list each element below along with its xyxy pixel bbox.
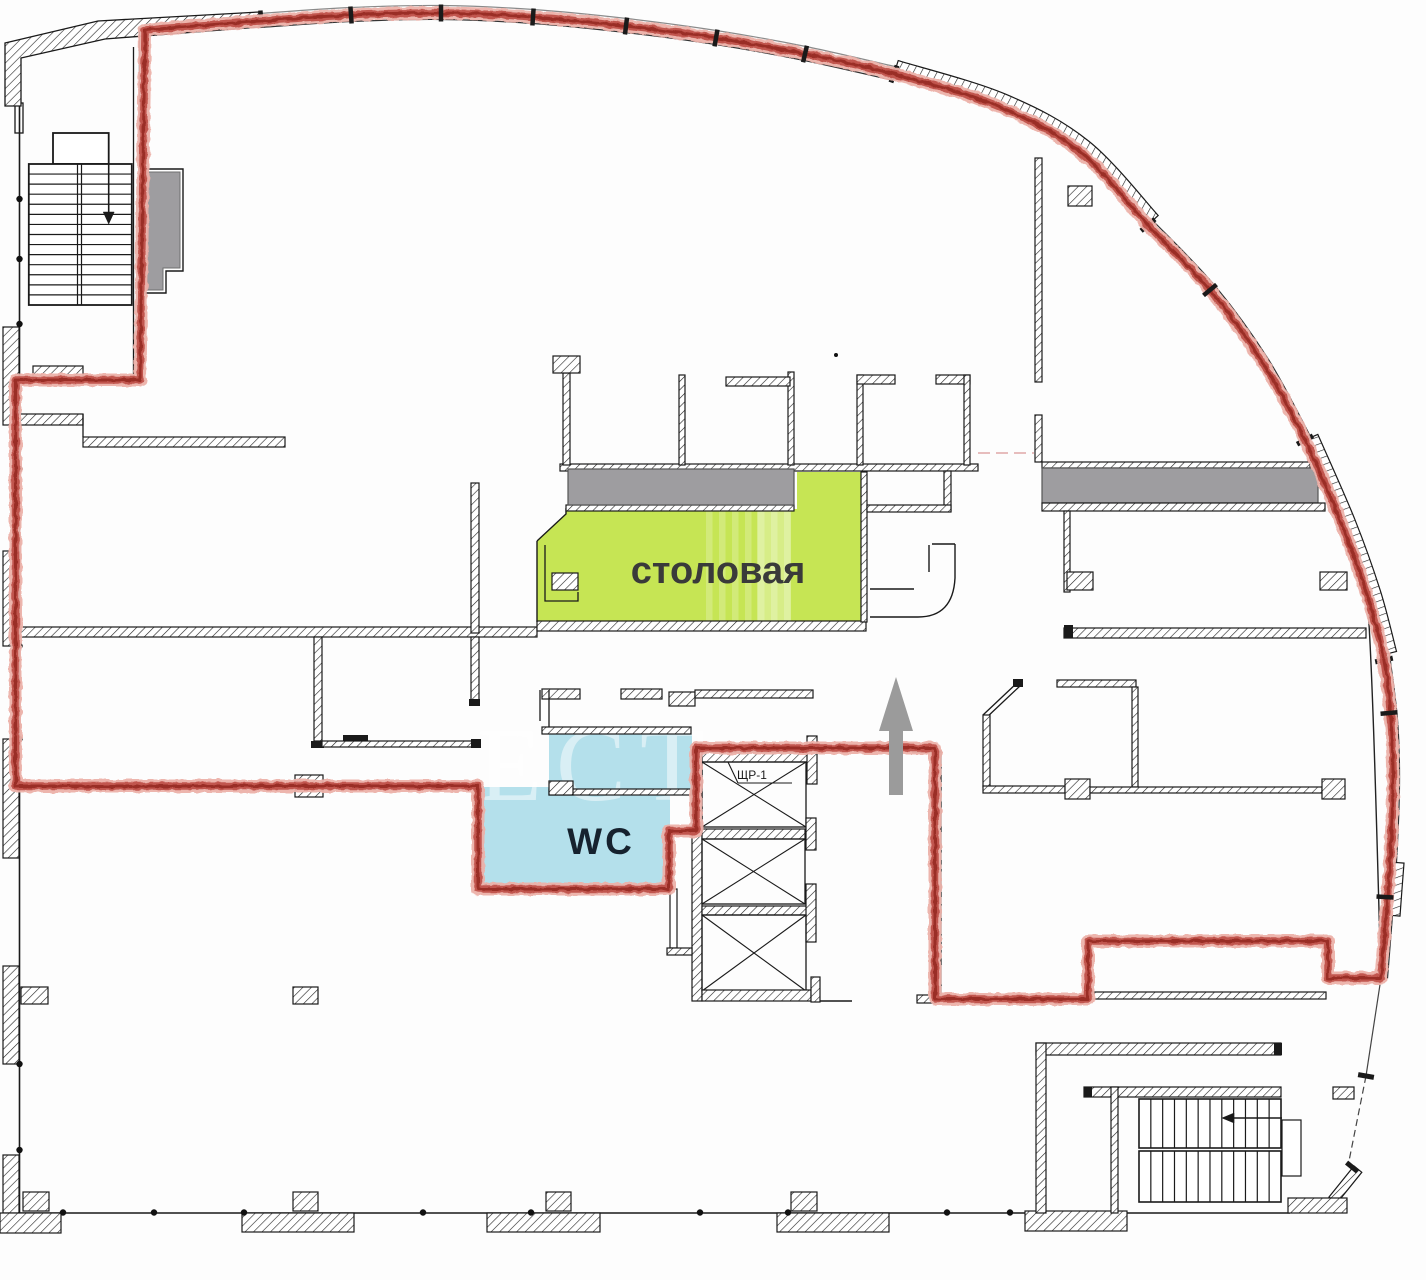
svg-text:WC: WC xyxy=(567,821,635,862)
svg-text:ЩР-1: ЩР-1 xyxy=(737,768,767,782)
svg-text:ECT: ECT xyxy=(478,706,718,823)
svg-text:столовая: столовая xyxy=(631,550,806,592)
